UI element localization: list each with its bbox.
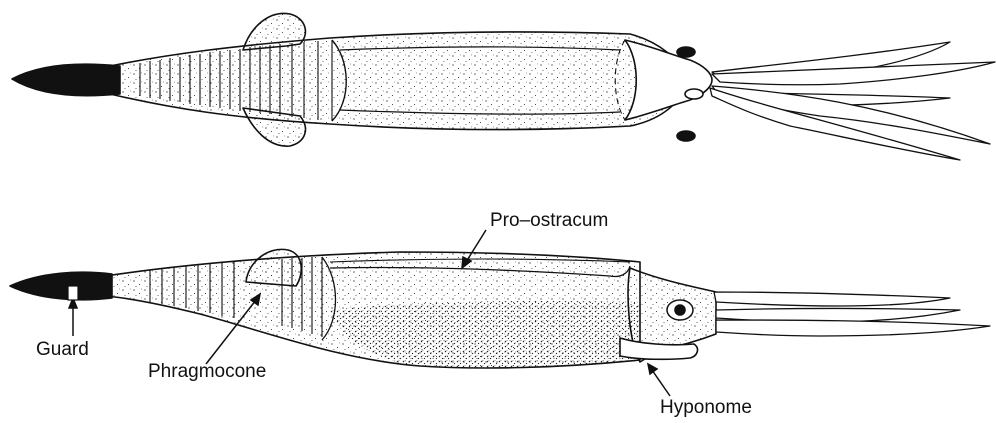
lateral-arms	[714, 292, 990, 336]
dorsal-guard	[12, 64, 120, 96]
phragmocone-label: Phragmocone	[148, 362, 266, 381]
guard-label: Guard	[36, 340, 89, 359]
hyponome-label: Hyponome	[660, 398, 752, 417]
dorsal-eye-lower	[677, 131, 695, 141]
pro-ostracum-label: Pro–ostracum	[490, 211, 608, 230]
lateral-fin	[246, 249, 301, 286]
dorsal-mantle	[110, 32, 690, 130]
lateral-guard	[10, 272, 112, 300]
dorsal-eye-upper	[677, 47, 695, 57]
belemnite-lateral-view	[10, 249, 990, 368]
dorsal-arms	[710, 42, 995, 160]
belemnite-dorsal-view	[12, 13, 995, 160]
